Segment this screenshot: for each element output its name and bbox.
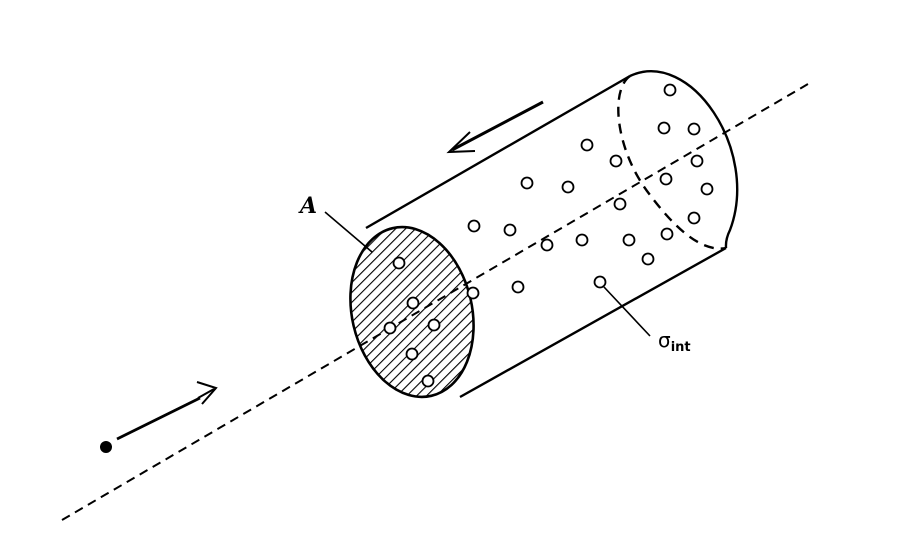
- scattering-center: [593, 275, 607, 289]
- scattering-center: [427, 318, 441, 332]
- beam-axis-line: [61, 83, 809, 521]
- area-leader-line: [324, 211, 373, 253]
- scattering-center: [392, 256, 406, 270]
- scattering-center: [580, 138, 594, 152]
- sigma-leader-line: [603, 286, 651, 337]
- scattering-center: [659, 172, 673, 186]
- scattering-center: [520, 176, 534, 190]
- scattering-center: [406, 296, 420, 310]
- scattering-center: [561, 180, 575, 194]
- scattering-center: [540, 238, 554, 252]
- scattering-center: [687, 122, 701, 136]
- cylinder: [365, 70, 739, 399]
- front-face: [334, 214, 490, 410]
- scattering-center: [383, 321, 397, 335]
- incident-direction-arrow-icon: [196, 381, 218, 405]
- scattering-center: [609, 154, 623, 168]
- cylinder-bottom-edge: [459, 246, 727, 399]
- back-ellipse-far: [617, 75, 727, 250]
- scattering-center: [687, 211, 701, 225]
- incoming-particle: [100, 441, 112, 453]
- scattering-center: [700, 182, 714, 196]
- scattering-center: [663, 83, 677, 97]
- back-ellipse-near: [629, 70, 739, 249]
- incoming-particle-trail: [116, 396, 201, 441]
- scattering-center: [575, 233, 589, 247]
- scattering-centers: [383, 83, 714, 388]
- cylinder-top-edge: [365, 74, 631, 230]
- scattering-center: [421, 374, 435, 388]
- scattering-center: [690, 154, 704, 168]
- scattering-center: [503, 223, 517, 237]
- scattering-center: [405, 347, 419, 361]
- scattering-center: [511, 280, 525, 294]
- scattering-center: [466, 286, 480, 300]
- scattering-center: [641, 252, 655, 266]
- scattering-center: [467, 219, 481, 233]
- scattering-center: [660, 227, 674, 241]
- flow-direction-arrow-icon: [446, 100, 544, 154]
- sigma-label: σint: [658, 328, 691, 355]
- scattering-center: [657, 121, 671, 135]
- scattering-center: [613, 197, 627, 211]
- scattering-center: [622, 233, 636, 247]
- area-label: A: [298, 193, 317, 219]
